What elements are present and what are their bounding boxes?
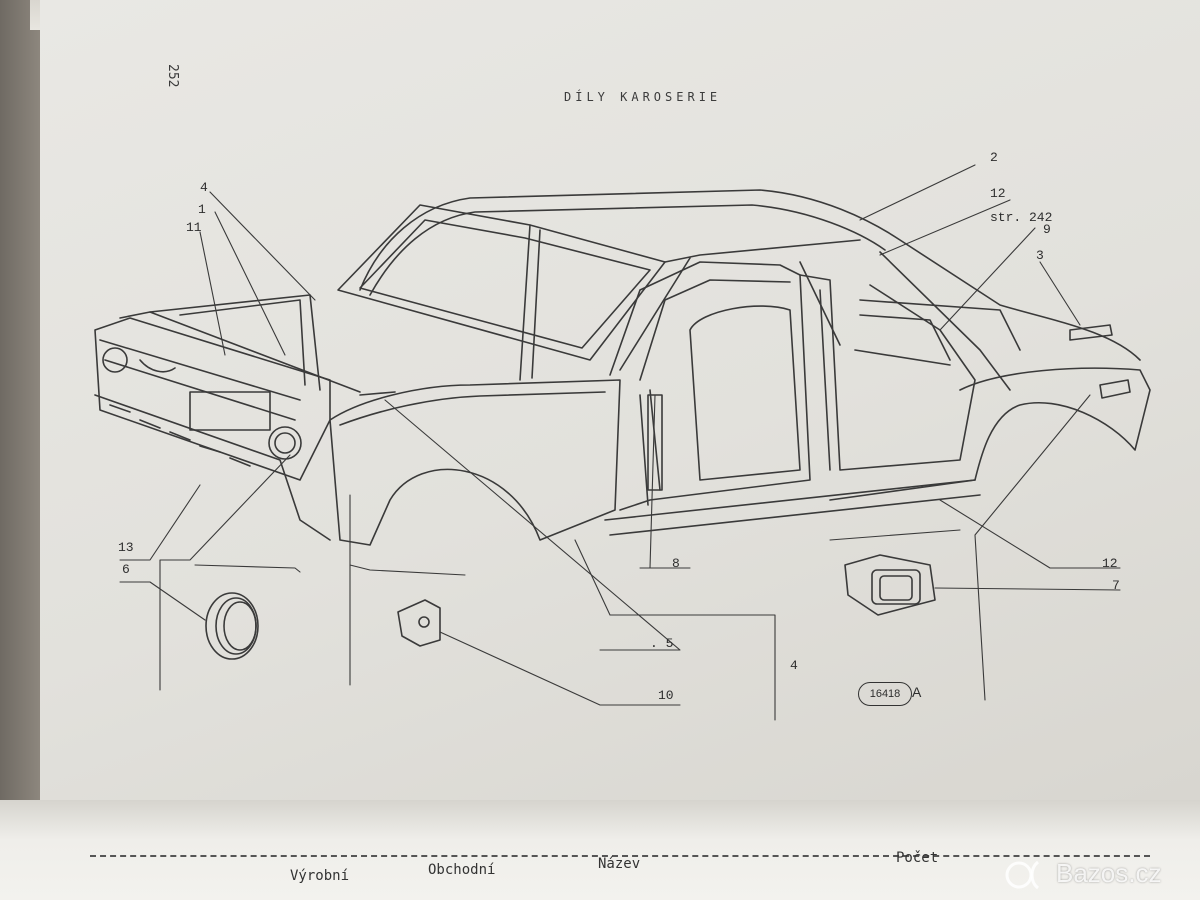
col-header-obchodni: Obchodní — [428, 862, 496, 878]
page-title: DÍLY KAROSERIE — [564, 90, 722, 104]
callout-4-bottom: 4 — [790, 658, 798, 673]
callout-5: . 5 — [650, 636, 674, 651]
figure-id-badge: 16418 — [858, 682, 912, 706]
callout-6: 6 — [122, 562, 130, 577]
callout-2: 2 — [990, 150, 998, 165]
callout-9: 9 — [1043, 222, 1051, 237]
callout-str-242: str. 242 — [990, 210, 1053, 225]
callout-1: 1 — [198, 202, 206, 217]
callout-12-right: 12 — [1102, 556, 1118, 571]
callout-11: 11 — [186, 220, 202, 235]
col-header-vyrobni: Výrobní — [290, 868, 350, 884]
watermark-logo-icon — [1005, 860, 1040, 890]
col-header-nazev: Název — [598, 856, 641, 872]
figure-suffix: A — [912, 684, 922, 700]
callout-8: 8 — [672, 556, 680, 571]
callout-3: 3 — [1036, 248, 1044, 263]
next-page-strip — [0, 800, 1200, 900]
callout-7: 7 — [1112, 578, 1120, 593]
table-dashed-rule — [90, 855, 1150, 857]
callout-12-top: 12 — [990, 186, 1006, 201]
col-header-pocet: Počet — [896, 850, 939, 866]
callout-10: 10 — [658, 688, 674, 703]
callout-13: 13 — [118, 540, 134, 555]
callout-4-left: 4 — [200, 180, 208, 195]
watermark-text: Bazos.cz — [1056, 858, 1162, 888]
